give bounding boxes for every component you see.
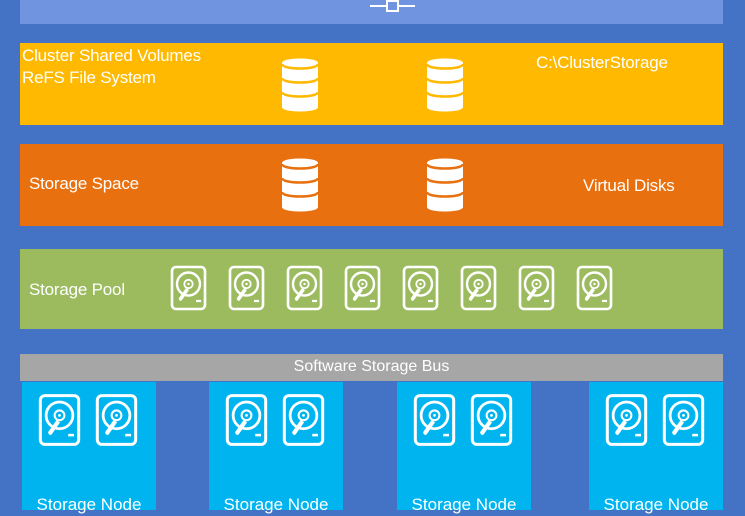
hard-disk-icon [460, 265, 497, 311]
hard-disk-icon [605, 393, 648, 447]
database-icon [280, 155, 320, 215]
cluster-network-band [20, 0, 723, 24]
hard-disk-icon [576, 265, 613, 311]
hard-disk-icon [344, 265, 381, 311]
hard-disk-icon [38, 393, 81, 447]
network-connector-icon [370, 0, 415, 12]
hard-disk-icon [402, 265, 439, 311]
csv-label-line2: ReFS File System [22, 68, 156, 87]
storage-node: Storage Node [397, 382, 531, 514]
storage-node-label: Storage Node [603, 495, 709, 514]
csv-label-line1: Cluster Shared Volumes [22, 46, 201, 65]
storage-node: Storage Node [22, 382, 156, 514]
hard-disk-icon [95, 393, 138, 447]
hard-disk-icon [225, 393, 268, 447]
hard-disk-icon [662, 393, 705, 447]
virtual-disks-label: Virtual Disks [583, 176, 675, 195]
storage-node-label: Storage Node [36, 495, 142, 514]
storage-node: Storage Node [209, 382, 343, 514]
storage-pool-layer: Storage Pool [20, 249, 723, 329]
storage-node: Storage Node [589, 382, 723, 514]
storage-space-label: Storage Space [29, 174, 139, 193]
database-icon [425, 55, 465, 115]
hard-disk-icon [170, 265, 207, 311]
hard-disk-icon [282, 393, 325, 447]
hard-disk-icon [470, 393, 513, 447]
database-icon [280, 55, 320, 115]
database-icon [425, 155, 465, 215]
hard-disk-icon [518, 265, 555, 311]
hard-disk-icon [286, 265, 323, 311]
storage-node-label: Storage Node [223, 495, 329, 514]
storage-space-layer: Storage Space Virtual Disks [20, 144, 723, 226]
csv-layer: Cluster Shared Volumes ReFS File System … [20, 43, 723, 125]
hard-disk-icon [413, 393, 456, 447]
software-storage-bus: Software Storage Bus [20, 354, 723, 381]
storage-node-label: Storage Node [411, 495, 517, 514]
csv-path-label: C:\ClusterStorage [536, 53, 668, 72]
storage-pool-label: Storage Pool [29, 280, 125, 299]
storage-bus-label: Software Storage Bus [293, 358, 450, 375]
hard-disk-icon [228, 265, 265, 311]
